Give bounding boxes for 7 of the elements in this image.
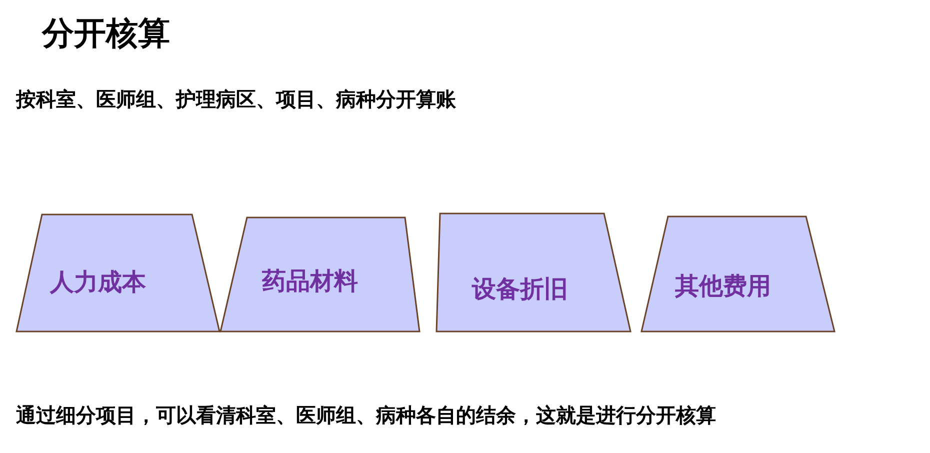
title: 分开核算	[42, 13, 170, 54]
summary-text: 通过细分项目，可以看清科室、医师组、病种各自的结余，这就是进行分开核算	[16, 402, 716, 429]
subtitle: 按科室、医师组、护理病区、项目、病种分开算账	[16, 86, 456, 113]
box-label: 人力成本	[50, 267, 146, 298]
box-label: 其他费用	[675, 271, 771, 302]
box-label: 药品材料	[262, 266, 358, 297]
box-label: 设备折旧	[472, 274, 568, 305]
